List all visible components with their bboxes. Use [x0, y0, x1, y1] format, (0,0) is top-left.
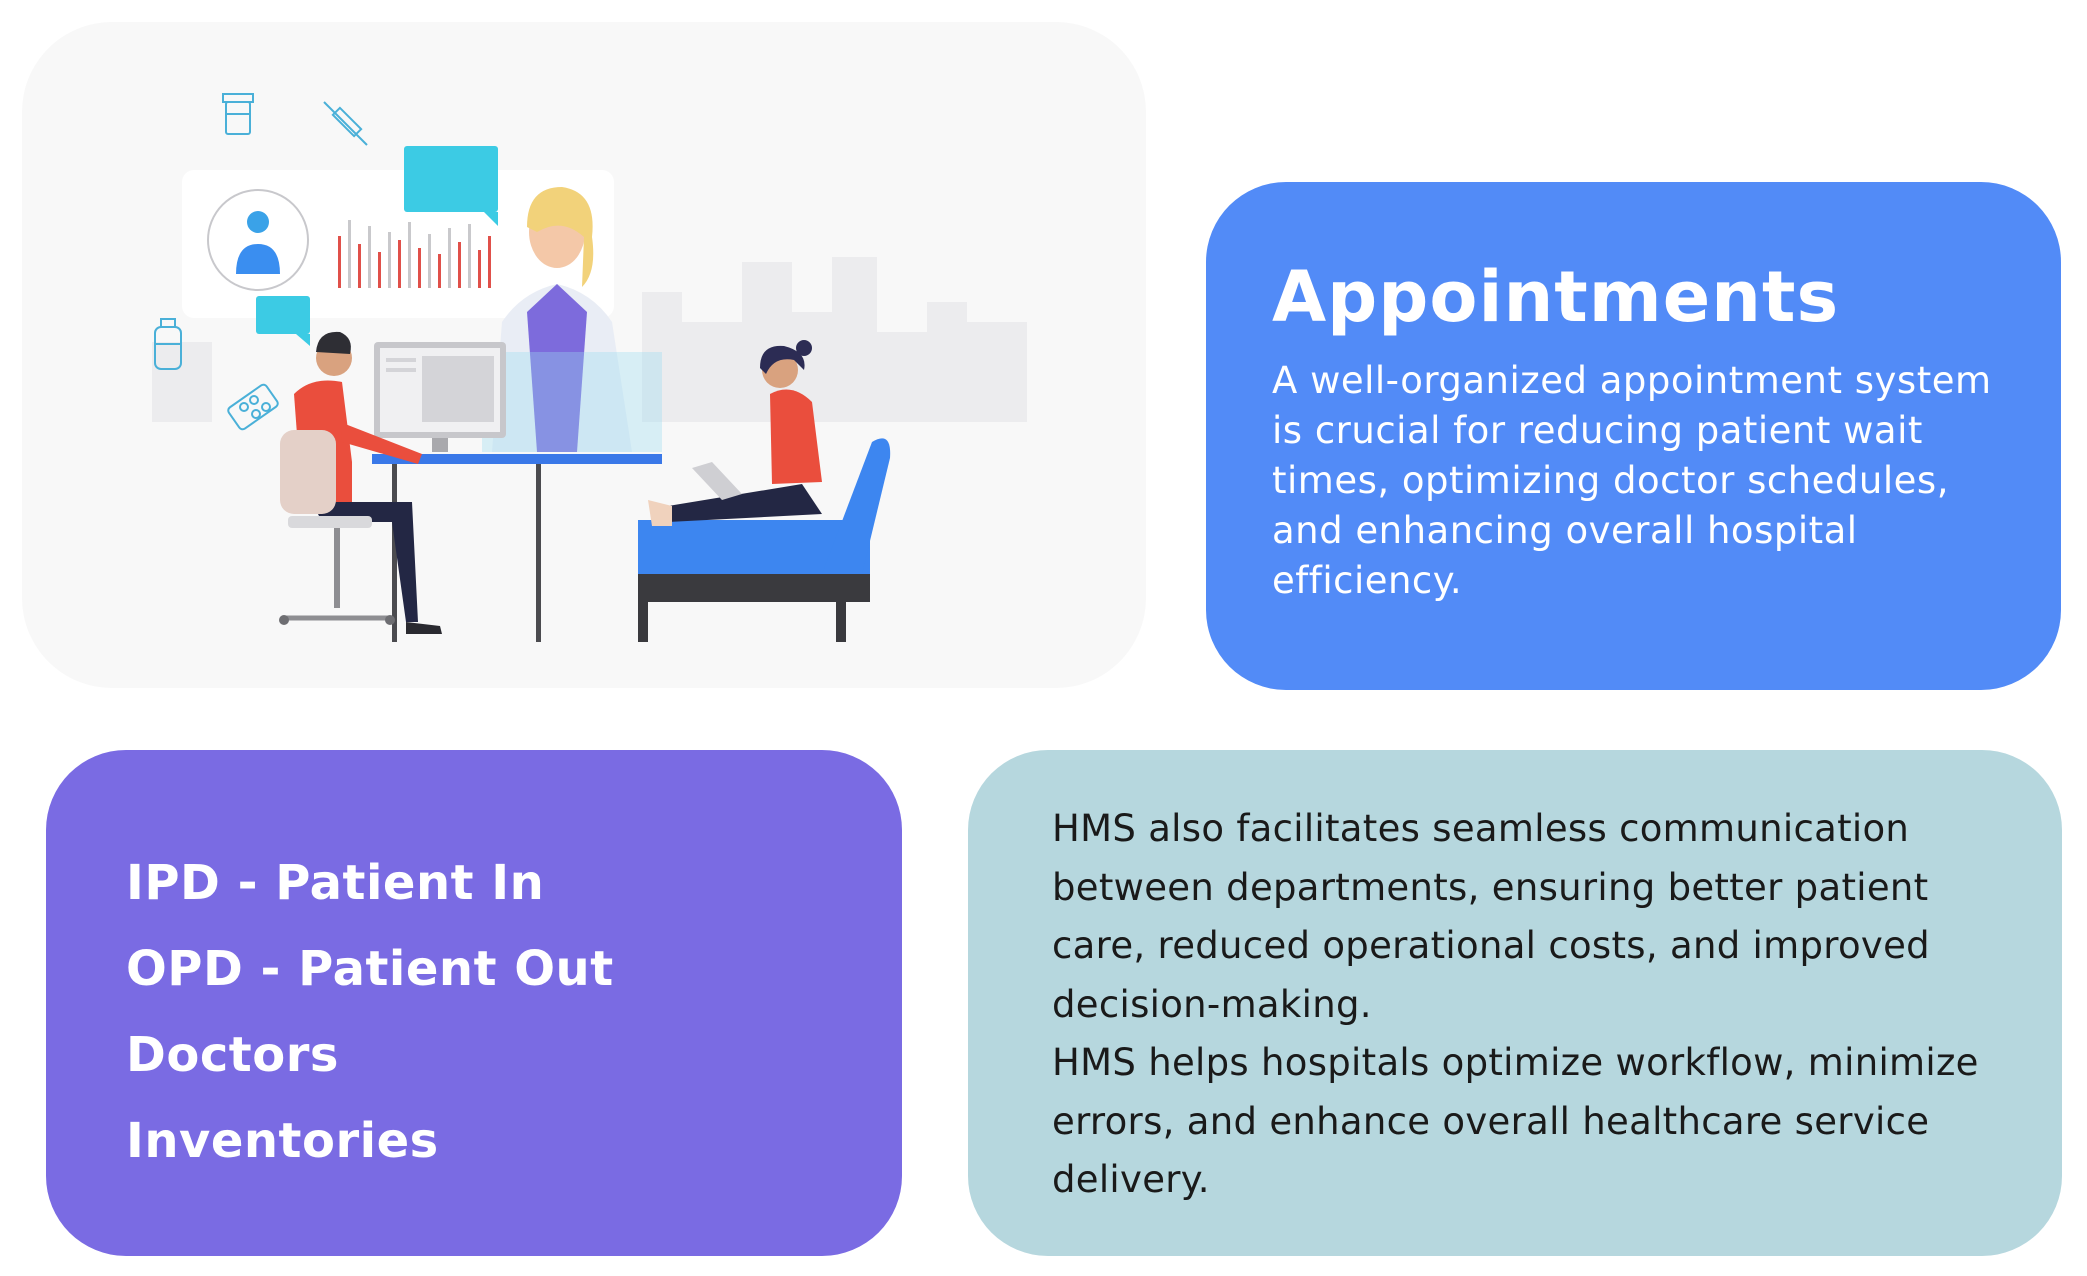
bar-graph-graphic — [338, 220, 491, 288]
appointments-card: Appointments A well-organized appointmen… — [1206, 182, 2061, 690]
couch — [638, 438, 891, 642]
doctor-figure — [482, 187, 662, 452]
syringe-icon — [323, 101, 368, 146]
patient-woman-figure — [648, 340, 822, 526]
telemedicine-illustration — [152, 93, 1027, 642]
modules-card: IPD - Patient In OPD - Patient Out Docto… — [46, 750, 902, 1256]
monitor — [374, 342, 506, 452]
user-profile-icon — [207, 189, 309, 291]
appointments-description: A well-organized appointment system is c… — [1272, 359, 1992, 602]
hms-paragraph-workflow: HMS helps hospitals optimize workflow, m… — [1052, 1041, 1979, 1201]
chat-bubble-icon — [256, 146, 498, 346]
hms-paragraph-communication: HMS also facilitates seamless communicat… — [1052, 807, 1930, 1026]
module-item-doctors: Doctors — [126, 1027, 339, 1083]
pill-blister-icon — [227, 383, 279, 431]
medicine-jar-icon — [222, 93, 254, 135]
hms-description-card: HMS also facilitates seamless communicat… — [968, 750, 2062, 1256]
module-list: IPD - Patient In OPD - Patient Out Docto… — [126, 840, 902, 1184]
office-chair — [279, 430, 395, 625]
illustration-card — [22, 22, 1146, 688]
module-item-ipd: IPD - Patient In — [126, 855, 545, 911]
appointments-title: Appointments — [1272, 256, 1840, 338]
desk — [372, 454, 662, 642]
module-item-inventories: Inventories — [126, 1113, 439, 1169]
pill-bottle-icon — [154, 318, 182, 370]
module-item-opd: OPD - Patient Out — [126, 941, 614, 997]
